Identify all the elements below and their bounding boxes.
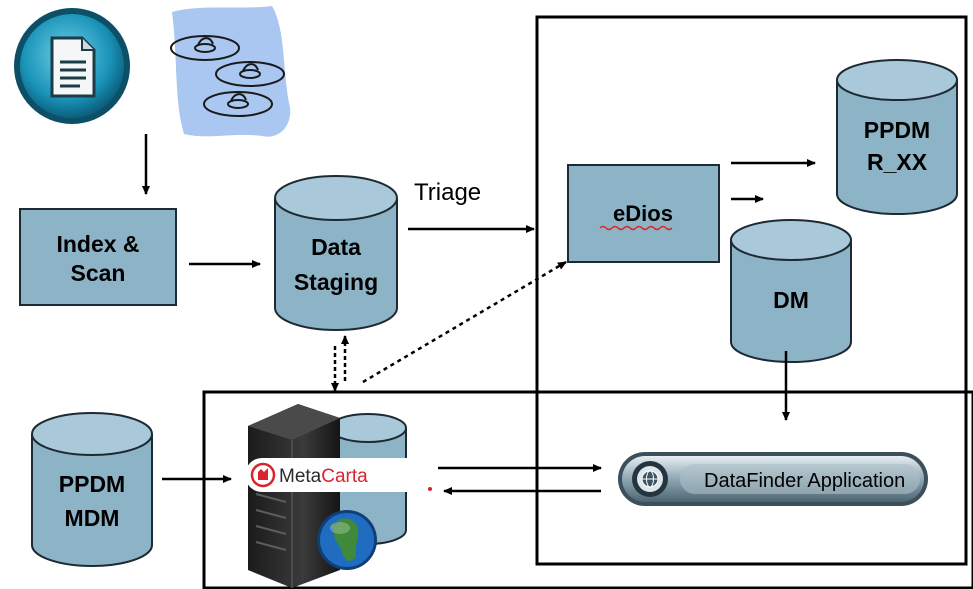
datafinder-application-button[interactable]: DataFinder Application (618, 452, 928, 506)
triage-label: Triage (414, 179, 481, 206)
index-scan-label-line2: Scan (71, 260, 126, 286)
index-scan-label-line1: Index & (56, 231, 139, 257)
metacarta-logo-text: MetaCarta (279, 466, 368, 487)
document-icon (14, 8, 130, 124)
spellcheck-underline (599, 225, 673, 231)
edios-system-frame (535, 15, 968, 566)
cd-discs-icon (170, 6, 291, 137)
metacarta-system-frame (202, 390, 973, 589)
ppdm-rxx-label-line1: PPDM (864, 117, 930, 143)
ppdm-rxx-label-line2: R_XX (867, 149, 928, 175)
dm-cylinder: DM (730, 219, 852, 363)
ppdm-mdm-cylinder: PPDM MDM (31, 412, 153, 567)
ppdm-rxx-cylinder: PPDM R_XX (836, 59, 958, 215)
edios-label: eDios (613, 201, 673, 226)
data-staging-label-line2: Staging (294, 269, 378, 295)
globe-icon (317, 510, 377, 570)
dm-label: DM (773, 287, 809, 313)
data-staging-label-line1: Data (311, 234, 361, 260)
connectors (142, 134, 816, 495)
edios-box: eDios (567, 164, 720, 263)
datafinder-label: DataFinder Application (704, 470, 905, 492)
metacarta-logo: MetaCarta (245, 458, 435, 492)
ppdm-mdm-label-line1: PPDM (59, 471, 125, 497)
data-staging-cylinder: Data Staging (274, 175, 398, 331)
index-scan-box: Index & Scan (19, 208, 177, 306)
globe-icon (641, 470, 659, 488)
ppdm-mdm-label-line2: MDM (65, 505, 120, 531)
metacarta-server: MetaCarta (245, 404, 435, 588)
